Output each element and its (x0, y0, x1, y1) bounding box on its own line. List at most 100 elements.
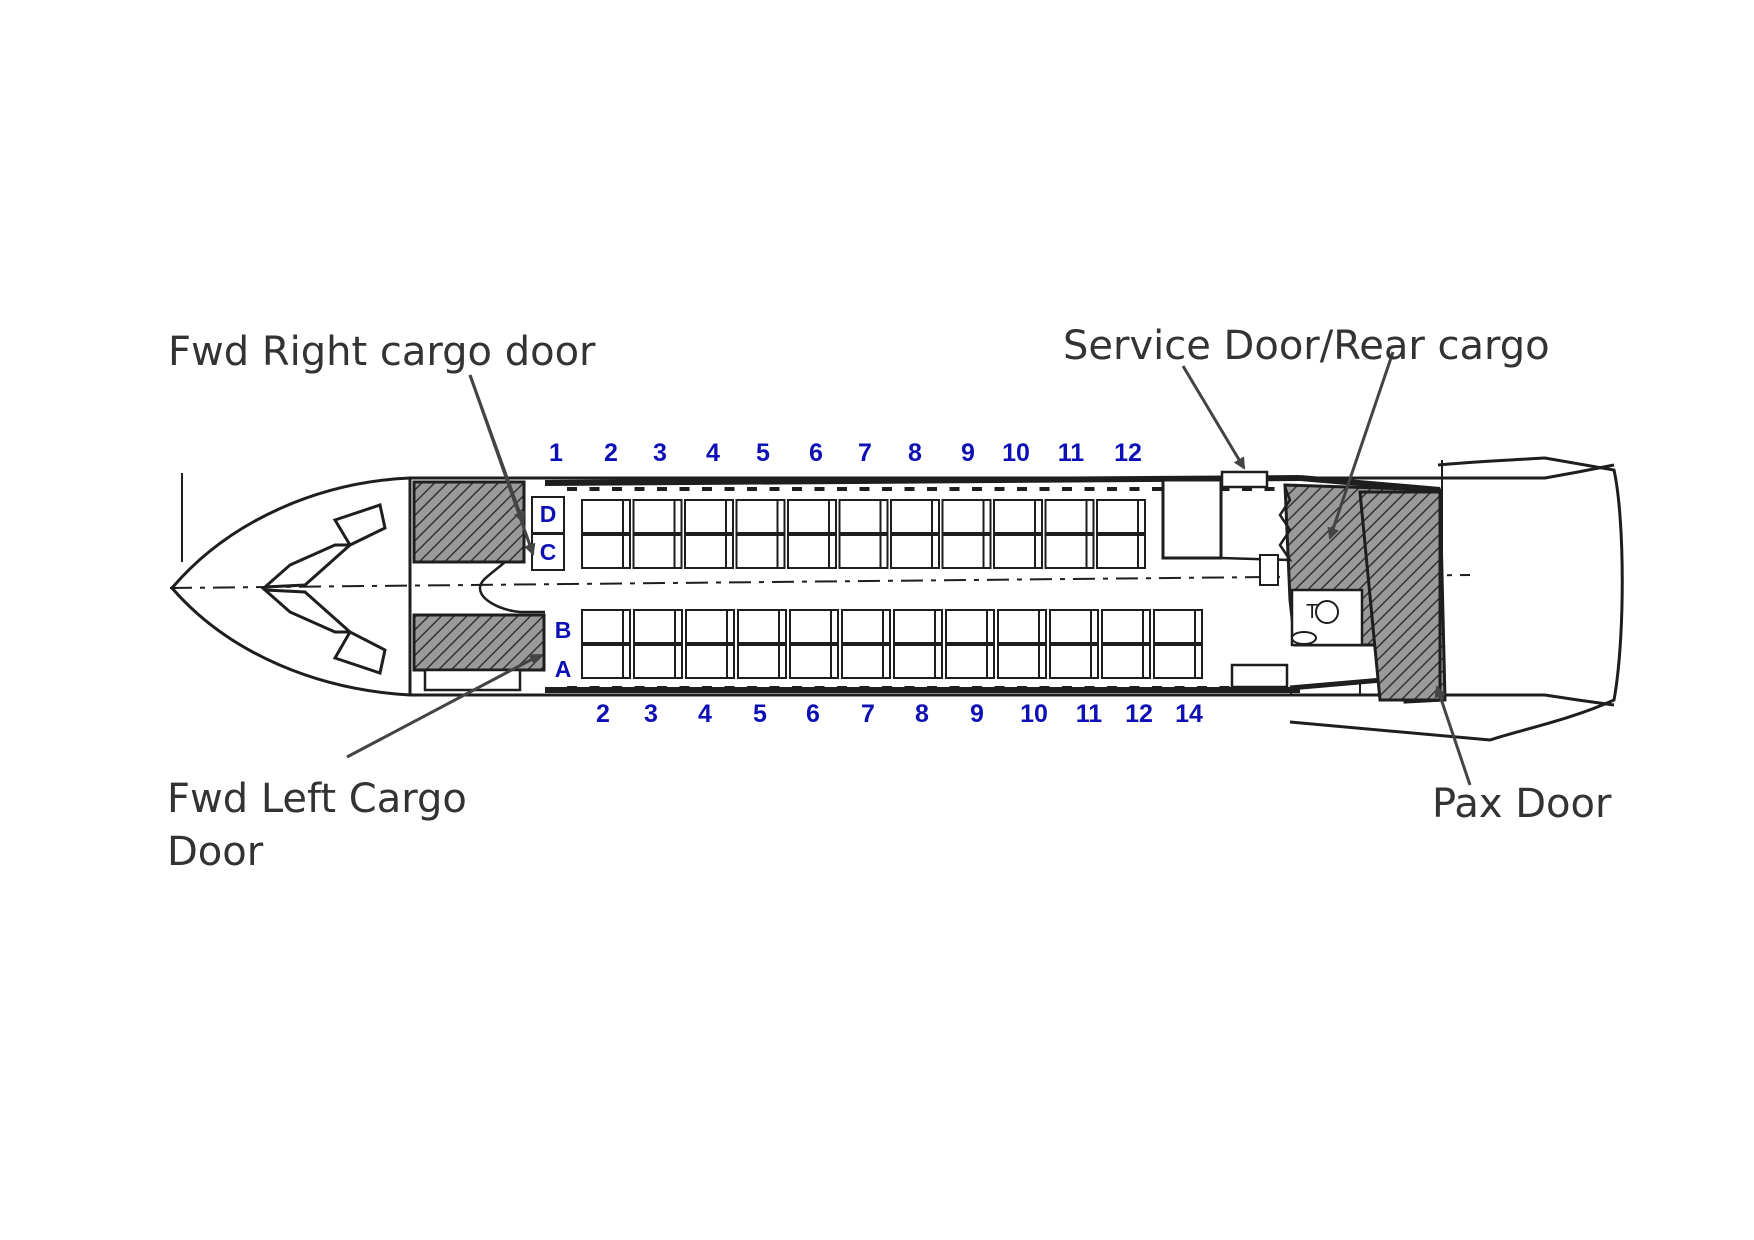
row-number-top-5: 5 (756, 439, 770, 467)
window-mark-bottom-7 (702, 686, 712, 690)
fwd-right-cargo-area (412, 480, 526, 564)
seat-column-c: C (540, 539, 557, 565)
window-mark-bottom-11 (792, 686, 802, 690)
fwd-left-cargo-arrow (346, 653, 542, 759)
fwd-left-cargo-area (412, 613, 546, 692)
window-mark-bottom-23 (1062, 686, 1072, 690)
row-number-bottom-7: 8 (915, 700, 929, 728)
forward-entry (414, 560, 545, 614)
window-mark-bottom-8 (724, 686, 735, 690)
row-number-bottom-1: 2 (596, 700, 610, 728)
row-number-bottom-12: 14 (1175, 700, 1203, 728)
window-mark-top-27 (1152, 487, 1162, 491)
service-door-arrow (1181, 365, 1246, 470)
window-mark-bottom-3 (612, 686, 622, 690)
row-number-bottom-9: 10 (1020, 700, 1048, 728)
window-mark-bottom-18 (949, 686, 960, 690)
row-number-bottom-3: 4 (698, 700, 712, 728)
window-mark-bottom-25 (1107, 686, 1117, 690)
row-number-bottom-11: 12 (1125, 700, 1153, 728)
rear-cargo-area (1283, 483, 1447, 704)
window-mark-top-30 (1219, 487, 1230, 491)
window-mark-top-24 (1084, 487, 1095, 491)
window-mark-top-14 (859, 487, 870, 491)
window-mark-top-25 (1107, 487, 1117, 491)
window-mark-bottom-4 (634, 686, 645, 690)
window-mark-bottom-5 (657, 686, 667, 690)
fwd-right-cargo-arrow-2 (468, 374, 536, 556)
cockpit-windows (260, 503, 387, 675)
window-mark-bottom-15 (882, 686, 892, 690)
window-mark-top-20 (994, 487, 1005, 491)
window-mark-bottom-12 (814, 686, 825, 690)
window-mark-top-8 (724, 487, 735, 491)
window-mark-bottom-19 (972, 686, 982, 690)
window-mark-top-23 (1062, 487, 1072, 491)
row-number-top-6: 6 (809, 439, 823, 467)
window-mark-bottom-24 (1084, 686, 1095, 690)
window-mark-top-21 (1017, 487, 1027, 491)
window-mark-bottom-30 (1219, 686, 1230, 690)
window-mark-top-1 (567, 487, 577, 491)
row-number-top-12: 12 (1114, 439, 1142, 467)
window-mark-top-4 (634, 487, 645, 491)
fuselage (169, 456, 1624, 742)
window-mark-bottom-28 (1174, 686, 1185, 690)
row-number-top-7: 7 (858, 439, 872, 467)
row-1-seats (531, 496, 565, 571)
pax-door-label: Pax Door (1432, 781, 1612, 827)
galley (1161, 470, 1293, 689)
window-mark-top-17 (927, 487, 937, 491)
window-mark-bottom-27 (1152, 686, 1162, 690)
window-mark-top-16 (904, 487, 915, 491)
window-mark-top-2 (589, 487, 600, 491)
window-mark-top-5 (657, 487, 667, 491)
window-mark-bottom-16 (904, 686, 915, 690)
fwd-left-cargo-door-label-line2: Door (167, 829, 264, 875)
row-number-bottom-8: 9 (970, 700, 984, 728)
seat-block-right (581, 499, 1146, 569)
window-mark-bottom-20 (994, 686, 1005, 690)
seat-column-b: B (555, 617, 572, 643)
window-mark-top-10 (769, 487, 780, 491)
window-mark-top-22 (1039, 487, 1050, 491)
seat-column-a: A (555, 656, 572, 682)
row-number-bottom-5: 6 (806, 700, 820, 728)
window-mark-top-11 (792, 487, 802, 491)
seat-block-left (581, 609, 1203, 679)
toilet-label: T (1306, 601, 1318, 623)
lavatory: T (1290, 588, 1364, 647)
window-mark-bottom-22 (1039, 686, 1050, 690)
seat-column-d: D (540, 501, 557, 527)
window-mark-top-7 (702, 487, 712, 491)
window-mark-bottom-17 (927, 686, 937, 690)
service-door-rear-cargo-label: Service Door/Rear cargo (1063, 323, 1550, 369)
window-mark-bottom-1 (567, 686, 577, 690)
row-number-top-4: 4 (706, 439, 720, 467)
window-mark-bottom-2 (589, 686, 600, 690)
window-mark-top-19 (972, 487, 982, 491)
fwd-left-cargo-door-label-line1: Fwd Left Cargo (167, 776, 467, 822)
window-mark-top-13 (837, 487, 847, 491)
row-number-top-9: 9 (961, 439, 975, 467)
row-number-top-8: 8 (908, 439, 922, 467)
window-mark-bottom-9 (747, 686, 757, 690)
row-number-top-3: 3 (653, 439, 667, 467)
window-mark-top-3 (612, 487, 622, 491)
window-mark-top-26 (1129, 487, 1140, 491)
window-mark-bottom-26 (1129, 686, 1140, 690)
fwd-right-cargo-door-label: Fwd Right cargo door (168, 329, 596, 375)
window-mark-top-9 (747, 487, 757, 491)
row-number-top-11: 11 (1058, 439, 1085, 467)
window-mark-bottom-13 (837, 686, 847, 690)
window-mark-bottom-6 (679, 686, 690, 690)
row-number-top-1: 1 (549, 439, 563, 467)
row-number-top-2: 2 (604, 439, 618, 467)
row-number-bottom-6: 7 (861, 700, 875, 728)
row-number-top-10: 10 (1002, 439, 1030, 467)
row-number-bottom-10: 11 (1076, 700, 1103, 728)
row-number-bottom-4: 5 (753, 700, 767, 728)
